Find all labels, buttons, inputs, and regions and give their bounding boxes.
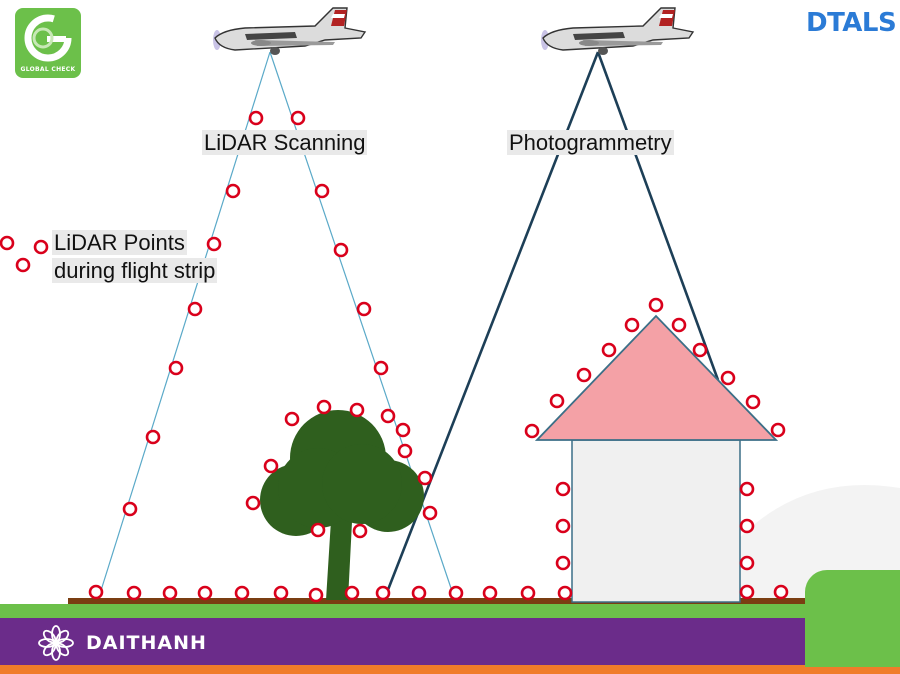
lidar-point <box>248 110 264 126</box>
lidar-point <box>284 411 300 427</box>
lidar-point <box>422 505 438 521</box>
lidar-scanning-label: LiDAR Scanning <box>202 130 368 156</box>
daithanh-brand-text: DAITHANH <box>86 632 207 654</box>
lidar-point <box>692 342 708 358</box>
lidar-point <box>316 399 332 415</box>
lidar-point <box>417 470 433 486</box>
lidar-point <box>314 183 330 199</box>
lidar-point <box>187 301 203 317</box>
footer-orange-stripe <box>0 665 900 674</box>
footer-brand: DAITHANH <box>38 624 207 662</box>
lidar-point <box>555 555 571 571</box>
lidar-point <box>206 236 222 252</box>
lidar-point <box>263 458 279 474</box>
lidar-point <box>739 481 755 497</box>
lidar-point <box>344 585 360 601</box>
lidar-point <box>352 523 368 539</box>
lidar-points-label: LiDAR Points during flight strip <box>52 229 218 285</box>
lidar-point <box>557 585 573 601</box>
lidar-point <box>720 370 736 386</box>
airplane-right <box>541 7 695 55</box>
lidar-point <box>482 585 498 601</box>
footer-bar <box>0 618 900 667</box>
dtals-logo: DTALS <box>806 8 897 38</box>
lidar-point <box>88 584 104 600</box>
lidar-point <box>162 585 178 601</box>
lidar-point <box>601 342 617 358</box>
lidar-point <box>739 555 755 571</box>
lidar-point <box>349 402 365 418</box>
lidar-point <box>375 585 391 601</box>
lidar-point <box>122 501 138 517</box>
lidar-point <box>234 585 250 601</box>
ground-line <box>68 598 808 604</box>
flower-icon <box>38 625 74 661</box>
lidar-point <box>520 585 536 601</box>
lidar-scanning-text: LiDAR Scanning <box>202 130 368 155</box>
photogrammetry-text: Photogrammetry <box>507 130 674 155</box>
lidar-points-line1: LiDAR Points <box>52 230 187 255</box>
lidar-point <box>745 394 761 410</box>
airplane-left <box>213 7 367 55</box>
lidar-point <box>310 522 326 538</box>
lidar-point <box>395 422 411 438</box>
airplane-icon <box>541 7 695 55</box>
lidar-point <box>126 585 142 601</box>
lidar-point <box>739 518 755 534</box>
lidar-point <box>373 360 389 376</box>
lidar-point <box>411 585 427 601</box>
lidar-point <box>671 317 687 333</box>
lidar-point <box>624 317 640 333</box>
lidar-points-line2: during flight strip <box>52 258 218 283</box>
legend-point <box>0 235 15 251</box>
lidar-point <box>648 297 664 313</box>
lidar-point <box>555 518 571 534</box>
lidar-point <box>145 429 161 445</box>
lidar-point <box>380 408 396 424</box>
legend-point <box>33 239 49 255</box>
lidar-point <box>197 585 213 601</box>
global-check-text: GLOBAL CHECK <box>20 66 76 73</box>
lidar-point <box>549 393 565 409</box>
legend-point <box>15 257 31 273</box>
lidar-point <box>555 481 571 497</box>
photogrammetry-label: Photogrammetry <box>507 130 674 156</box>
lidar-points <box>0 110 789 603</box>
lidar-point <box>397 443 413 459</box>
lidar-point <box>245 495 261 511</box>
house <box>534 314 779 603</box>
g-logo-icon <box>24 14 72 62</box>
grass-strip <box>0 604 900 618</box>
lidar-point <box>333 242 349 258</box>
lidar-point <box>290 110 306 126</box>
lidar-point <box>356 301 372 317</box>
lidar-point <box>168 360 184 376</box>
tree <box>260 410 424 600</box>
footer-green-corner <box>805 570 900 667</box>
lidar-point <box>225 183 241 199</box>
airplane-icon <box>213 7 367 55</box>
lidar-point <box>739 584 755 600</box>
global-check-logo: GLOBAL CHECK <box>15 8 81 78</box>
lidar-point <box>448 585 464 601</box>
lidar-point <box>308 587 324 603</box>
lidar-point <box>773 584 789 600</box>
lidar-point <box>770 422 786 438</box>
lidar-point <box>524 423 540 439</box>
lidar-point <box>576 367 592 383</box>
lidar-point <box>273 585 289 601</box>
